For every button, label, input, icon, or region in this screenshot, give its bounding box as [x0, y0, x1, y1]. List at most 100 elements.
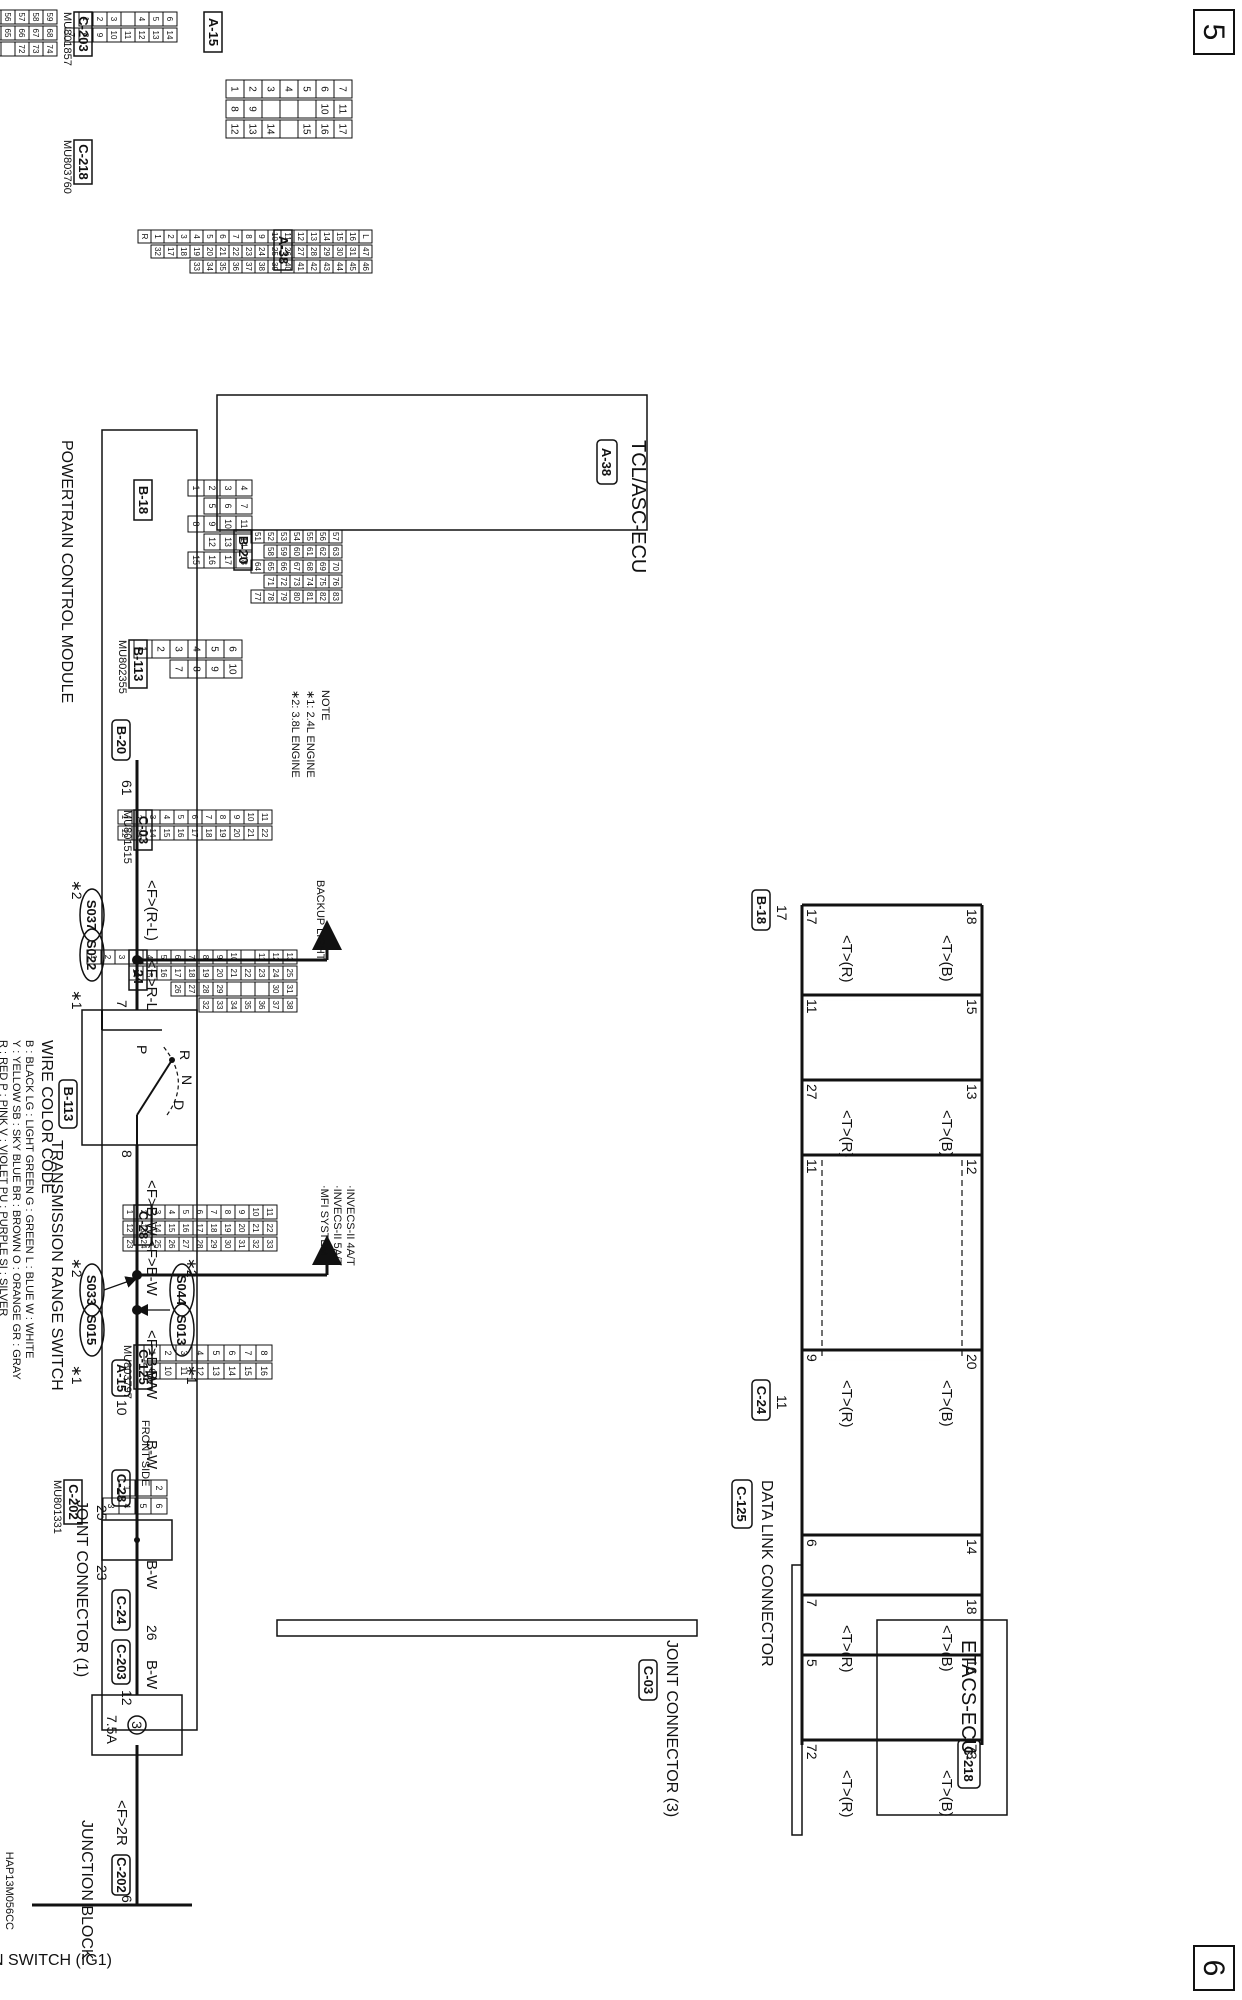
- pin-number: 10: [318, 104, 329, 115]
- pin-number: 72: [17, 45, 26, 54]
- pin-number: 66: [279, 562, 288, 571]
- pin-number: 69: [318, 562, 327, 571]
- pin-number: 6: [218, 234, 227, 239]
- pin-number: 3: [106, 1504, 116, 1509]
- pin-number: 20: [215, 969, 224, 978]
- pin-cell: [279, 99, 299, 119]
- pin-number: 74: [305, 577, 314, 586]
- pin-number: 13: [246, 124, 257, 135]
- pin-number: 15: [243, 1366, 253, 1376]
- pin-number: 72: [279, 577, 288, 586]
- b113-view-label: B-113: [131, 647, 146, 682]
- can-label: 18: [964, 1599, 980, 1615]
- pin-number: 17: [223, 555, 233, 565]
- splice-s013: S013: [174, 1315, 189, 1345]
- pin-number: 22: [231, 247, 240, 256]
- pin-number: 7: [67, 33, 76, 38]
- wire-bw-2: B-W: [143, 1560, 160, 1590]
- pin-number: 2: [103, 955, 112, 960]
- pin-cell: [223, 659, 243, 679]
- pin-number: 2: [154, 646, 165, 652]
- pin-number: 12: [207, 537, 217, 547]
- pin-number: 29: [209, 1240, 218, 1249]
- pcm-connector: B-20: [114, 726, 129, 754]
- pcm-label: POWERTRAIN CONTROL MODULE: [58, 440, 75, 703]
- pin-number: 7: [209, 1210, 218, 1215]
- pin-number: 31: [237, 1240, 246, 1249]
- tcl-asc-ecu: TCL/ASC-ECU A-38: [216, 394, 649, 573]
- pin-number: 6: [223, 504, 233, 509]
- c202-part-number: MU801331: [51, 1480, 63, 1534]
- pin-number: 31: [285, 985, 294, 994]
- pin-cell: [282, 949, 298, 965]
- can-label: 12: [964, 1159, 980, 1175]
- can-connector-id: B-18: [754, 896, 769, 924]
- pin-number: 60: [292, 547, 301, 556]
- star-1-b: ∗1: [69, 1365, 85, 1385]
- pin-number: 5: [208, 646, 219, 652]
- pin-number: 16: [348, 232, 357, 241]
- pin-number: 13: [309, 232, 318, 241]
- pin-number: 19: [218, 829, 227, 838]
- connector-view-c218: C-218 MU803760 5152535455565758596061626…: [0, 9, 93, 194]
- pin-number: 3: [172, 646, 183, 652]
- pin-number: 9: [215, 955, 224, 960]
- can-label: <T>(B): [938, 1625, 955, 1672]
- c203-part-number: MU801857: [61, 12, 73, 66]
- pin-number: 7: [231, 234, 240, 239]
- can-bus-wiring: 7372<T>(B)<T>(R)165187<T>(B)<T>(R)146209…: [751, 889, 984, 1818]
- pin-cell: [328, 574, 343, 589]
- b113-part-number: MU802355: [116, 640, 128, 694]
- connector-view-c24: C-24 12345678910111213141516171819202122…: [86, 949, 298, 1013]
- pin-number: 15: [300, 124, 311, 135]
- trs-pin-8: 8: [119, 1150, 135, 1158]
- pin-number: 32: [251, 1240, 260, 1249]
- c202-view-label: C-202: [66, 1484, 81, 1519]
- pin-cell: [358, 244, 373, 259]
- pin-cell: [358, 259, 373, 274]
- pin-number: 12: [296, 232, 305, 241]
- pin-number: 25: [270, 247, 279, 256]
- pin-number: 21: [229, 969, 238, 978]
- page-number-left: 5: [1197, 24, 1230, 41]
- pin-cell: [333, 99, 353, 119]
- note-line-1: ∗1: 2.4L ENGINE: [304, 690, 316, 778]
- pin-number: 36: [231, 262, 240, 271]
- pin-cell: [257, 809, 273, 825]
- pin-number: 67: [292, 562, 301, 571]
- pin-number: 7: [239, 504, 249, 509]
- pin-number: 63: [331, 547, 340, 556]
- pin-number: 26: [173, 985, 182, 994]
- wire-frl-1: <F>R-L: [143, 960, 160, 1011]
- pin-cell: [150, 1479, 168, 1497]
- trs-pos-p: P: [134, 1045, 150, 1054]
- can-label: <T>(B): [938, 1110, 955, 1157]
- pin-number: 3: [223, 486, 233, 491]
- pin-number: 14: [227, 1366, 237, 1376]
- splice-s037: S037: [84, 900, 99, 930]
- power-feed-circuit: IGNITION SWITCH (IG1) 6 C-202 <F>2R JUNC…: [0, 719, 356, 1969]
- can-label: 11: [804, 999, 820, 1014]
- pin-number: 34: [229, 1001, 238, 1010]
- pin-number: 45: [348, 262, 357, 271]
- pin-number: 5: [211, 1351, 221, 1356]
- pin-cell: [257, 825, 273, 841]
- pin-cell: [282, 965, 298, 981]
- pin-number: 4: [167, 1210, 176, 1215]
- can-label: 6: [804, 1539, 820, 1547]
- pin-cell: [333, 119, 353, 139]
- pin-number: 2: [154, 1486, 164, 1491]
- pin-number: 22: [265, 1224, 274, 1233]
- can-label: 27: [804, 1084, 820, 1100]
- pin-number: 6: [173, 955, 182, 960]
- pin-number: 32: [153, 247, 162, 256]
- pin-number: 25: [153, 1240, 162, 1249]
- a15-view-label: A-15: [206, 18, 221, 46]
- can-label: <T>(R): [838, 1110, 855, 1158]
- can-connector-tag: [751, 1379, 771, 1421]
